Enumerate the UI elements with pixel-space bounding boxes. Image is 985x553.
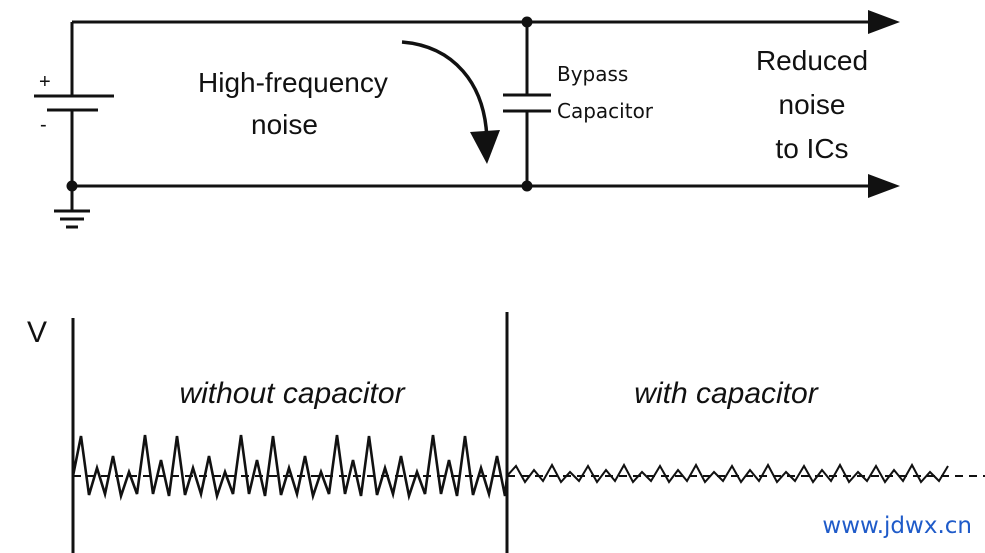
noisy-signal-without-capacitor [71, 434, 509, 502]
waveform-plot: V without capacitor with capacitor [27, 312, 985, 553]
noise-arrowhead [470, 130, 500, 164]
noise-label-line2: noise [251, 109, 318, 140]
top-rail-arrowhead [868, 10, 900, 34]
noise-label-line1: High-frequency [198, 67, 388, 98]
noise-path-arrow [401, 40, 489, 143]
ground-icon [54, 186, 90, 229]
with-capacitor-label: with capacitor [634, 377, 818, 410]
capacitor-label-line1: Bypass [557, 62, 628, 86]
bottom-rail-arrowhead [868, 174, 900, 198]
voltage-axis-label: V [27, 316, 47, 349]
without-capacitor-label: without capacitor [179, 377, 405, 410]
output-label-line2: noise [779, 89, 846, 120]
watermark-text: www.jdwx.cn [822, 513, 972, 539]
capacitor-symbol [503, 93, 551, 113]
battery-minus-sign: - [40, 114, 47, 136]
battery-symbol [34, 94, 114, 112]
circuit-schematic: + - High-frequency [34, 10, 900, 229]
output-label-line1: Reduced [756, 45, 868, 76]
output-label-line3: to ICs [775, 133, 848, 164]
capacitor-label-line2: Capacitor [557, 99, 654, 123]
filtered-signal-with-capacitor [506, 462, 949, 484]
battery-plus-sign: + [39, 71, 51, 93]
